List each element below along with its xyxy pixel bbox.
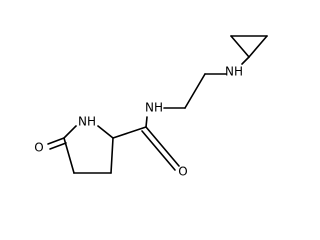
bond-carbonyl-ring: [112, 126, 147, 139]
bond-ring-c3-c2: [110, 137, 114, 174]
bond-cyclopropyl-right: [248, 35, 268, 58]
bond-ch2-ch2: [184, 73, 206, 109]
atom-amide-nh: NH: [145, 101, 163, 115]
atom-ring-nh: NH: [78, 115, 96, 129]
molecule-diagram: NH NH NH O O: [34, 35, 268, 179]
bond-carbonyl-o-a: [145, 126, 180, 167]
bond-ketone-o-a: [47, 137, 65, 145]
bond-cyclopropyl-nh: [241, 56, 250, 65]
bond-amide-nh-carbonyl: [145, 116, 148, 128]
bond-ring-nh-c5: [63, 125, 77, 139]
atom-amide-o: O: [178, 165, 187, 179]
atom-ketone-o: O: [34, 141, 43, 155]
bond-carbonyl-o-b: [141, 130, 176, 171]
bond-ring-c2-nh: [97, 125, 114, 139]
molecule-canvas: NH NH NH O O: [34, 35, 268, 179]
atom-amine-nh: NH: [225, 65, 243, 79]
bond-ketone-o-b: [49, 142, 67, 150]
bond-cyclopropyl-left: [230, 35, 250, 58]
